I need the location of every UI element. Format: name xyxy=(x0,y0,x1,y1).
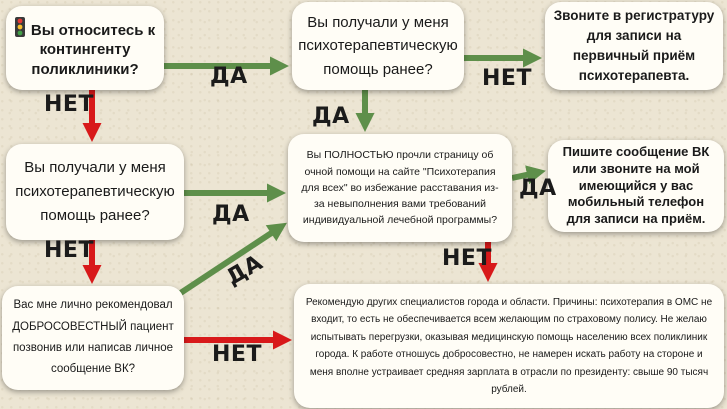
label-q2-no: НЕТ xyxy=(482,66,532,91)
label-q5-no: НЕТ xyxy=(212,342,262,367)
label-q4-yes: ДА xyxy=(519,176,557,201)
arrow-q5-yes xyxy=(174,222,288,299)
question-previous-help-left-text: Вы получали у меня психотерапевтическую … xyxy=(15,159,175,224)
question-recommended-text: Вас мне лично рекомендовал ДОБРОСОВЕСТНЫ… xyxy=(12,299,174,376)
result-call-registry: Звоните в регистратуру для записи на пер… xyxy=(545,2,723,90)
question-previous-help-top: Вы получали у меня психотерапевтическую … xyxy=(292,2,464,90)
question-previous-help-left: Вы получали у меня психотерапевтическую … xyxy=(6,144,184,240)
traffic-light-icon xyxy=(14,16,25,37)
result-other-specialists-text: Рекомендую других специалистов города и … xyxy=(305,296,713,396)
label-q1-no: НЕТ xyxy=(44,92,94,117)
question-recommended: Вас мне лично рекомендовал ДОБРОСОВЕСТНЫ… xyxy=(2,286,184,390)
question-contingent-text: Вы относитесь к контингенту поликлиники? xyxy=(30,21,156,78)
question-previous-help-top-text: Вы получали у меня психотерапевтическую … xyxy=(298,14,458,78)
label-q1-yes: ДА xyxy=(210,64,248,89)
result-call-registry-text: Звоните в регистратуру для записи на пер… xyxy=(553,7,715,84)
arrow-q4-yes xyxy=(511,165,546,185)
label-q4-no: НЕТ xyxy=(442,246,492,271)
label-q3-no: НЕТ xyxy=(44,238,94,263)
result-other-specialists: Рекомендую других специалистов города и … xyxy=(294,284,724,408)
label-q3-yes: ДА xyxy=(212,202,250,227)
question-read-page-text: Вы ПОЛНОСТЬЮ прочли страницу об очной по… xyxy=(301,149,499,227)
result-message-vk: Пишите сообщение ВК или звоните на мой и… xyxy=(548,140,724,232)
label-q2-yes: ДА xyxy=(312,104,350,129)
question-read-page: Вы ПОЛНОСТЬЮ прочли страницу об очной по… xyxy=(288,134,512,242)
result-message-vk-text: Пишите сообщение ВК или звоните на мой и… xyxy=(562,143,710,227)
question-contingent: Вы относитесь к контингенту поликлиники? xyxy=(6,6,164,90)
